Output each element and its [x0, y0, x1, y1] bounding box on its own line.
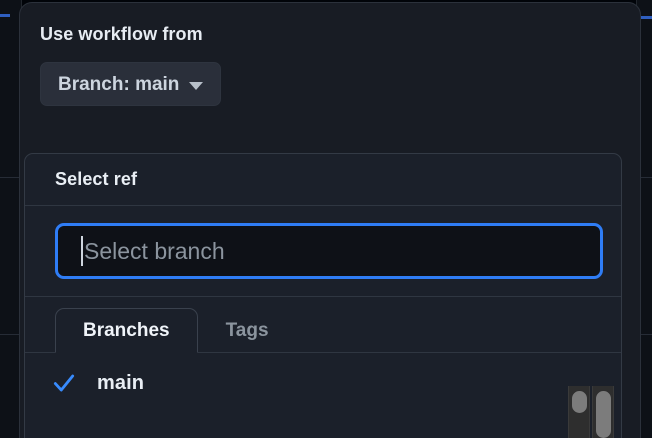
- tab-tags-label: Tags: [225, 319, 269, 341]
- backdrop-accent-right: [636, 16, 652, 19]
- list-item[interactable]: main: [25, 361, 621, 405]
- select-ref-header: Select ref: [25, 154, 621, 206]
- text-cursor: [81, 236, 83, 266]
- use-workflow-from-label: Use workflow from: [40, 24, 203, 44]
- chevron-down-icon: [189, 81, 204, 90]
- branch-filter-input[interactable]: [55, 223, 603, 279]
- list-item-label: main: [97, 371, 145, 394]
- select-ref-popover: Select ref Branches Tags main: [24, 153, 622, 438]
- tab-tags[interactable]: Tags: [198, 308, 297, 353]
- backdrop-rule-right-2: [636, 334, 652, 335]
- branch-selector-label: Branch: main: [58, 73, 180, 95]
- page-scrollbar-thumb[interactable]: [595, 391, 611, 438]
- backdrop-rule-left-1: [0, 177, 22, 178]
- ref-type-tablist: Branches Tags: [25, 297, 621, 353]
- backdrop-accent-left: [0, 14, 10, 17]
- check-icon: [53, 374, 75, 392]
- inner-vertical-scrollbar[interactable]: [568, 386, 590, 438]
- select-ref-title: Select ref: [55, 169, 138, 189]
- scrollbar-group: [568, 386, 636, 438]
- backdrop-rule-right-1: [636, 177, 652, 178]
- page-vertical-scrollbar[interactable]: [592, 386, 614, 438]
- branch-selector-button[interactable]: Branch: main: [40, 62, 222, 106]
- dialog-body: Use workflow from Branch: main: [20, 3, 640, 106]
- select-ref-filter-section: [25, 206, 621, 297]
- tab-branches[interactable]: Branches: [55, 308, 198, 353]
- backdrop-rule-left-2: [0, 334, 22, 335]
- filter-input-wrapper: [55, 223, 603, 279]
- inner-scrollbar-thumb[interactable]: [571, 391, 587, 413]
- tab-branches-label: Branches: [83, 319, 170, 341]
- branch-list: main: [25, 352, 621, 405]
